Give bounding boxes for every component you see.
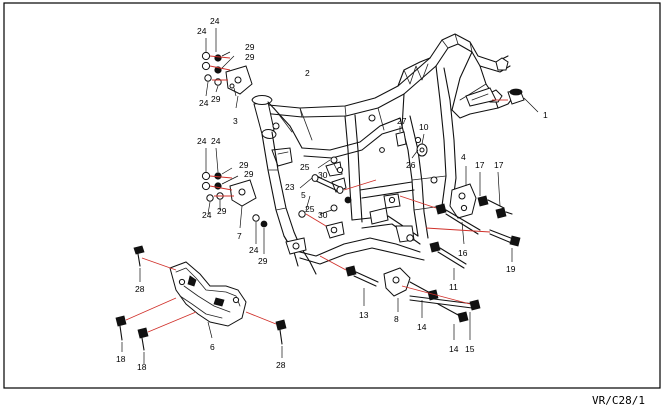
callout-1: 1 [543, 110, 548, 120]
callout-7: 7 [237, 231, 242, 241]
callout-25a: 25 [300, 162, 310, 172]
callout-17b: 17 [494, 160, 504, 170]
callout-2: 2 [305, 68, 310, 78]
callout-15: 15 [465, 344, 475, 354]
callout-24e: 24 [211, 136, 221, 146]
reference-code: VR/C28/1 [592, 394, 645, 407]
callout-29a: 29 [245, 42, 255, 52]
parts-lower-nuts [252, 214, 268, 254]
part-1-rubber-bush [492, 88, 539, 113]
callout-27: 27 [397, 116, 407, 126]
callout-24c: 24 [199, 98, 209, 108]
callout-29b: 29 [245, 52, 255, 62]
callout-8: 8 [394, 314, 399, 324]
callout-24g: 24 [249, 245, 259, 255]
callout-labels: 1 2 3 4 5 6 7 8 10 11 13 14 14 15 16 17 … [116, 16, 548, 372]
callout-19: 19 [506, 264, 516, 274]
callout-28a: 28 [135, 284, 145, 294]
callout-24b: 24 [210, 16, 220, 26]
part-6-skid-plate [115, 245, 287, 364]
callout-3: 3 [233, 116, 238, 126]
part-7-lower-bracket [201, 147, 257, 229]
callout-29c: 29 [211, 94, 221, 104]
callout-6: 6 [210, 342, 215, 352]
callout-29g: 29 [258, 256, 268, 266]
callout-18a: 18 [116, 354, 126, 364]
motorcycle-frame [251, 33, 515, 275]
callout-30a: 30 [318, 170, 328, 180]
callout-29f: 29 [217, 206, 227, 216]
callout-10: 10 [419, 122, 429, 132]
callout-5: 5 [301, 190, 306, 200]
callout-23: 23 [285, 182, 295, 192]
callout-13: 13 [359, 310, 369, 320]
callout-17a: 17 [475, 160, 485, 170]
callout-4: 4 [461, 152, 466, 162]
part-4-rear-engine-bracket [399, 166, 521, 262]
callout-24f: 24 [202, 210, 212, 220]
callout-11: 11 [449, 282, 458, 292]
callout-28b: 28 [276, 360, 286, 370]
callout-24a: 24 [197, 26, 207, 36]
parts-side-stand-hardware [395, 126, 428, 159]
callout-26: 26 [406, 160, 416, 170]
callout-14a: 14 [417, 322, 427, 332]
callout-25b: 25 [305, 204, 315, 214]
callout-14b: 14 [449, 344, 459, 354]
part-3-upper-bracket [201, 28, 253, 109]
callout-30b: 30 [318, 210, 328, 220]
parts-central-spacers [298, 156, 377, 227]
callout-29d: 29 [239, 160, 249, 170]
callout-18b: 18 [137, 362, 147, 372]
parts-lower-mount-bolts [319, 241, 481, 340]
drawing-border [3, 2, 661, 389]
callout-24d: 24 [197, 136, 207, 146]
callout-16: 16 [458, 248, 468, 258]
callout-29e: 29 [244, 169, 254, 179]
